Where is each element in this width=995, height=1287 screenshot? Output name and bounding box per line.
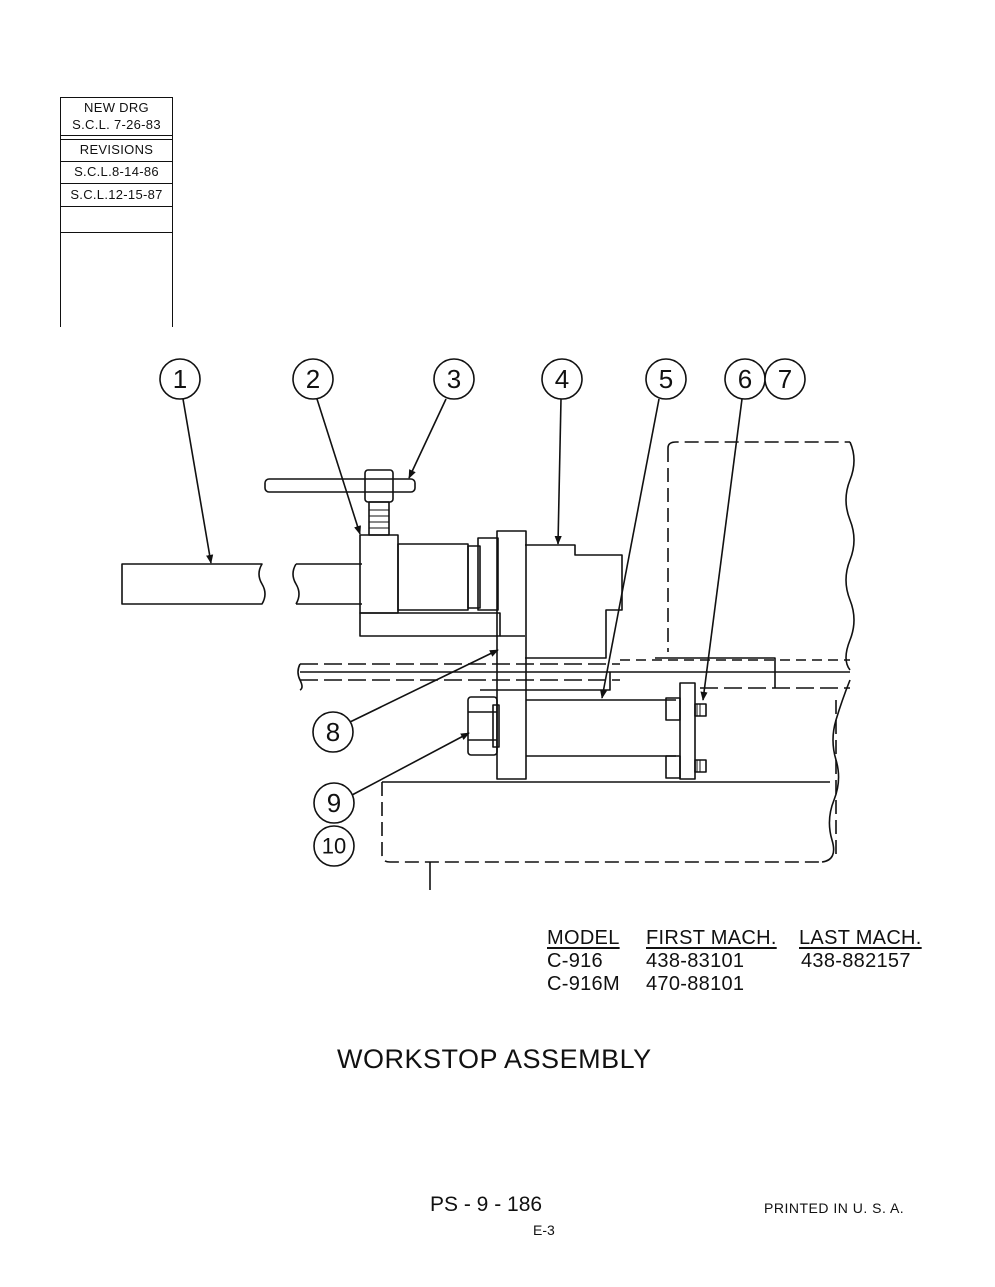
revision-entry: S.C.L.8-14-86 <box>74 164 159 179</box>
svg-text:2: 2 <box>306 364 320 394</box>
svg-text:3: 3 <box>447 364 461 394</box>
svg-text:10: 10 <box>322 834 346 859</box>
end-bracket <box>665 682 707 780</box>
callout-balloon-1: 1 <box>159 358 201 400</box>
t-handle-screw <box>264 469 416 536</box>
revision-line <box>61 135 172 136</box>
callout-balloon-8: 8 <box>312 711 354 753</box>
first-mach-header: FIRST MACH. <box>646 927 777 949</box>
svg-text:9: 9 <box>327 788 341 818</box>
revision-line <box>61 139 172 140</box>
first-mach-cell: 470-88101 <box>646 973 745 995</box>
svg-text:7: 7 <box>778 364 792 394</box>
callout-balloon-5: 5 <box>645 358 687 400</box>
table-rail <box>297 657 850 691</box>
svg-text:4: 4 <box>555 364 569 394</box>
revision-entry: S.C.L.12-15-87 <box>70 187 163 202</box>
new-drg-date: S.C.L. 7-26-83 <box>72 117 161 132</box>
workstop-body <box>500 544 623 659</box>
callout-balloon-4: 4 <box>541 358 583 400</box>
workpiece-bar <box>121 563 362 605</box>
callout-balloon-3: 3 <box>433 358 475 400</box>
revision-line <box>61 161 172 162</box>
svg-text:1: 1 <box>173 364 187 394</box>
clamp-block <box>359 534 501 637</box>
first-mach-cell: 438-83101 <box>646 950 745 972</box>
model-cell: C-916 <box>547 950 603 972</box>
callout-balloon-6: 6 <box>724 358 766 400</box>
revision-line <box>61 232 172 233</box>
callout-balloon-10: 10 <box>313 825 355 867</box>
svg-text:5: 5 <box>659 364 673 394</box>
revision-block: NEW DRG S.C.L. 7-26-83 REVISIONS S.C.L.8… <box>60 97 173 327</box>
hex-nut <box>467 696 500 756</box>
callout-balloon-7: 7 <box>764 358 806 400</box>
printed-in-label: PRINTED IN U. S. A. <box>764 1200 905 1216</box>
revision-line <box>61 97 172 98</box>
new-drg-label: NEW DRG <box>84 100 149 115</box>
revision-line <box>61 183 172 184</box>
last-mach-header: LAST MACH. <box>799 927 922 949</box>
revisions-label: REVISIONS <box>79 142 154 157</box>
callout-balloon-9: 9 <box>313 782 355 824</box>
machine-outline <box>381 441 855 890</box>
document-number: PS - 9 - 186 <box>430 1193 543 1216</box>
svg-text:8: 8 <box>326 717 340 747</box>
last-mach-cell: 438-882157 <box>801 950 911 972</box>
leader-lines <box>182 398 743 796</box>
model-header: MODEL <box>547 927 620 949</box>
sheet-number: E-3 <box>533 1222 555 1238</box>
callout-balloon-2: 2 <box>292 358 334 400</box>
drawing-title: WORKSTOP ASSEMBLY <box>337 1044 652 1074</box>
stop-plate <box>496 530 676 780</box>
svg-text:6: 6 <box>738 364 752 394</box>
model-cell: C-916M <box>547 973 620 995</box>
revision-line <box>61 206 172 207</box>
